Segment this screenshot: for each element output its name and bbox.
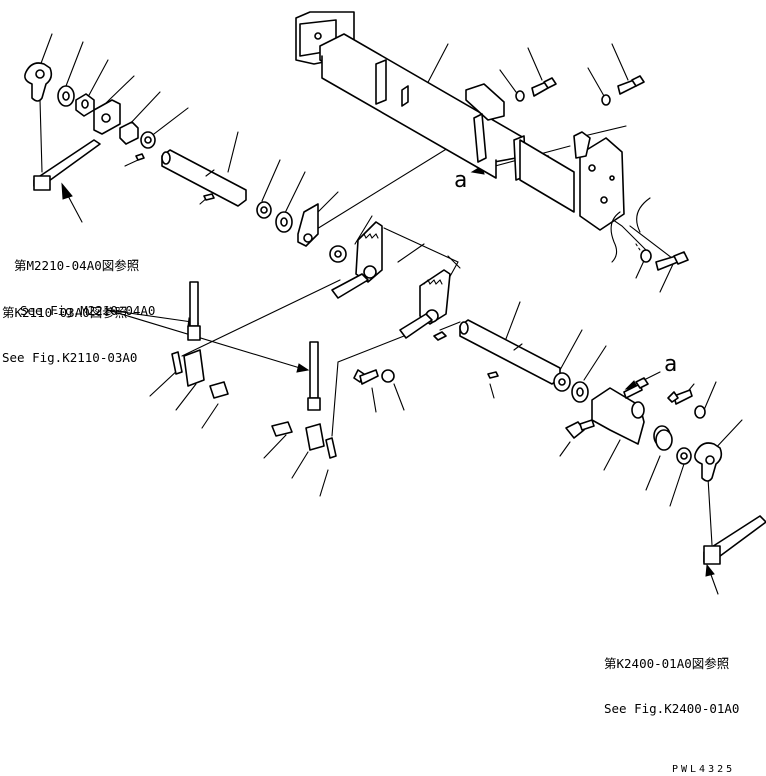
- bolt-top-1: [531, 77, 557, 97]
- wire-harness: [610, 197, 651, 263]
- bolt-top-2: [617, 75, 645, 95]
- lever-bracket: [297, 203, 319, 247]
- clevis-1: [183, 349, 205, 387]
- washer-2: [256, 201, 272, 219]
- pin-small-1: [135, 153, 145, 161]
- pin-mid: [433, 331, 447, 341]
- bushing-2: [275, 211, 293, 233]
- frame-assembly: [295, 11, 625, 231]
- view-mark-a-right: a: [664, 352, 678, 377]
- reference-k2400: 第K2400-01A0図参照 See Fig.K2400-01A0: [604, 626, 739, 731]
- reference-k2110-jp: 第K2110-03A0図参照: [2, 305, 128, 320]
- washer-1: [140, 131, 156, 149]
- view-mark-a-top: a: [454, 168, 468, 193]
- reference-m2210-jp: 第M2210-04A0図参照: [14, 258, 140, 273]
- sector-gear-1: [355, 221, 383, 283]
- washer-r2: [694, 405, 706, 419]
- drawing-code: PWL4325: [672, 764, 736, 775]
- cotter-pin-2: [325, 437, 337, 459]
- clevis-pin-1: [209, 381, 229, 399]
- reference-k2110: 第K2110-03A0図参照 See Fig.K2110-03A0: [2, 275, 137, 380]
- assembly-lines: [39, 99, 713, 546]
- washer-mid-2: [381, 369, 395, 383]
- reference-m2210-en: See Fig.M2210-04A0: [20, 303, 156, 318]
- bracket-flange: [93, 99, 121, 135]
- bushing-1: [119, 121, 139, 145]
- washer-top-1: [515, 90, 525, 102]
- washer-r1: [553, 372, 571, 392]
- bolt-r1: [623, 377, 649, 399]
- reference-k2400-jp: 第K2400-01A0図参照: [604, 656, 730, 671]
- rod-lower: [307, 341, 321, 411]
- pin-mid-2: [487, 371, 499, 379]
- lever-right: [694, 442, 723, 482]
- rod-upper: [187, 281, 201, 341]
- lever-top-left: [24, 62, 53, 102]
- bushing-r2: [655, 429, 673, 451]
- bolt-r2: [667, 389, 693, 405]
- washer-mid-1: [329, 245, 347, 263]
- link-arm-2: [399, 313, 433, 339]
- collar-1: [57, 85, 75, 107]
- washer-right: [640, 249, 652, 263]
- reference-k2400-en: See Fig.K2400-01A0: [604, 701, 740, 716]
- control-shaft-1: [161, 149, 247, 207]
- link-arm-1: [331, 273, 369, 299]
- washer-r3: [676, 447, 692, 465]
- pin-small-2: [203, 193, 215, 201]
- reference-m2210: 第M2210-04A0図参照 See Fig.M2210-04A0: [14, 228, 155, 333]
- control-rod-bottom: [703, 515, 766, 565]
- clevis-pin-2: [271, 421, 293, 437]
- grease-fitting: [565, 419, 595, 439]
- reference-k2110-en: See Fig.K2110-03A0: [2, 350, 138, 365]
- washer-top-2: [601, 94, 611, 106]
- clevis-2: [305, 423, 325, 451]
- cotter-pin-1: [171, 351, 183, 375]
- bushing-r1: [571, 381, 589, 403]
- control-rod-top: [33, 139, 101, 191]
- bolt-mid: [353, 369, 379, 385]
- collar-2: [75, 93, 95, 117]
- sector-gear-2: [419, 269, 451, 325]
- bolt-right: [655, 251, 689, 271]
